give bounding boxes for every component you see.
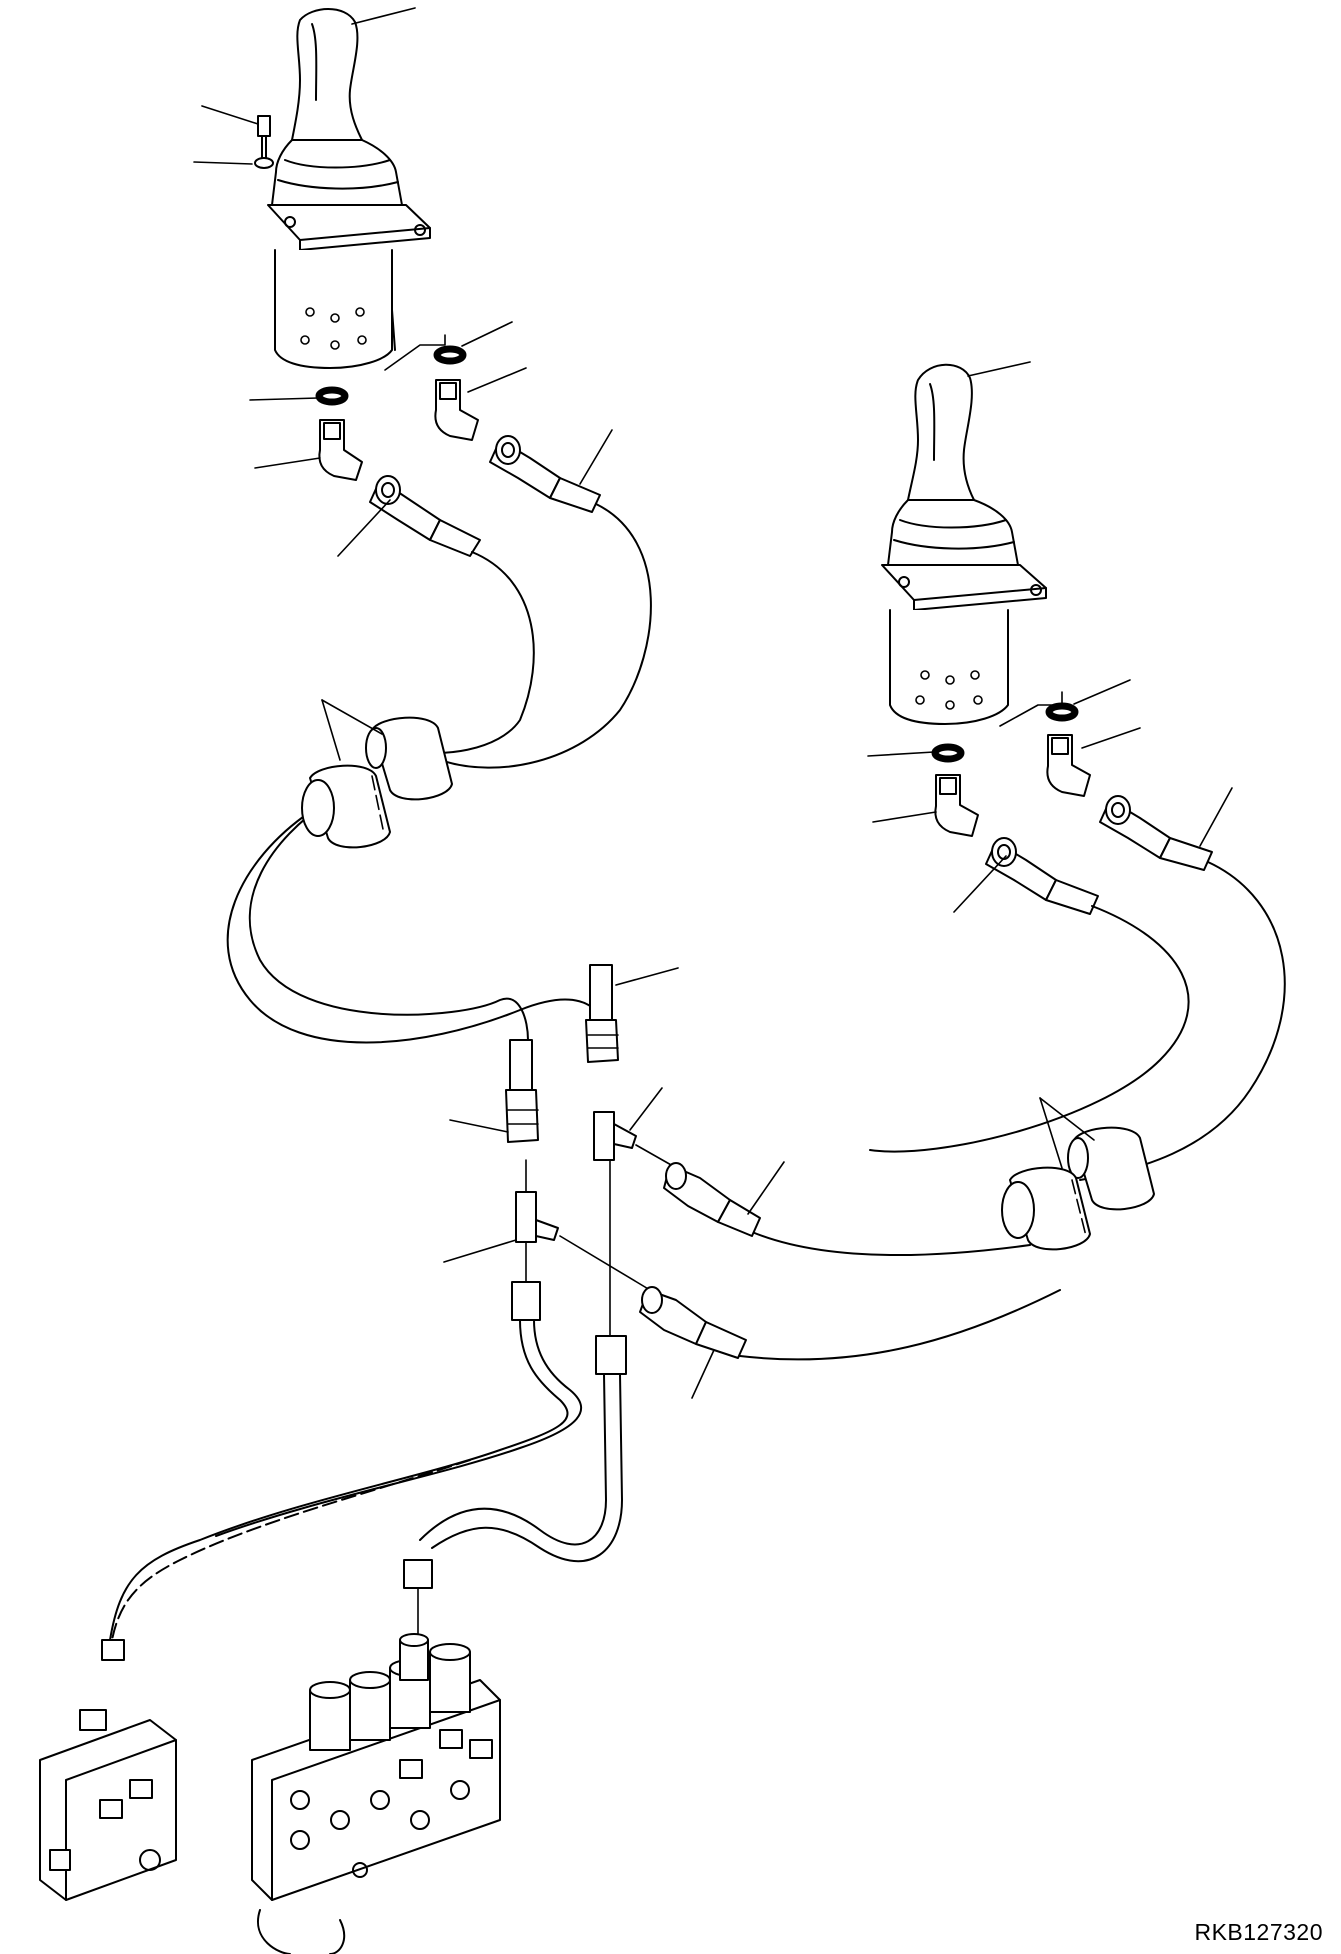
control-valve-block — [39, 1633, 501, 1954]
right-fittings — [931, 702, 1213, 915]
pilot-hoses — [226, 503, 1286, 1361]
drawing-number: RKB127320 — [1194, 1919, 1323, 1945]
left-fittings — [315, 345, 601, 557]
lower-hoses — [101, 1281, 627, 1801]
leader-lines — [193, 7, 1233, 1399]
hose-clamps — [301, 716, 1155, 1251]
tee-fittings — [505, 964, 761, 1359]
left-joystick — [254, 8, 446, 371]
right-joystick — [881, 363, 1063, 727]
